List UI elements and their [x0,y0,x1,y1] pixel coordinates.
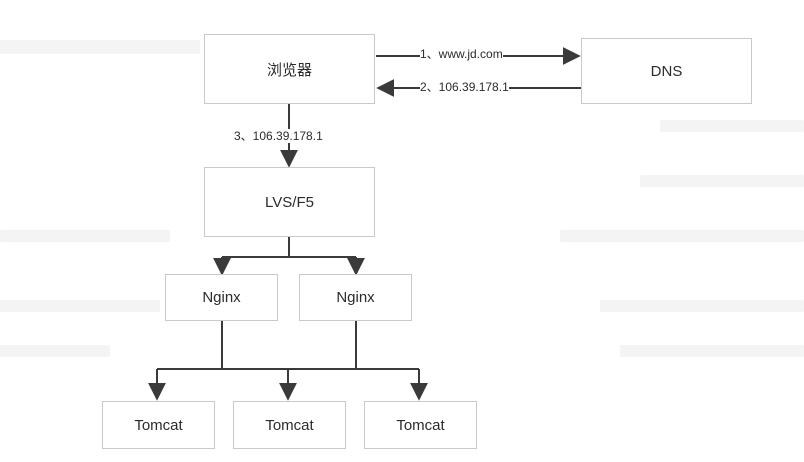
lb-node-label: LVS/F5 [265,193,314,211]
background-ghost-band [560,230,804,242]
edge-label-dns-query: 1、www.jd.com [420,47,503,61]
background-ghost-band [0,230,170,242]
dns-node-label: DNS [650,62,683,80]
background-ghost-band [640,175,804,187]
tomcat-node-label: Tomcat [265,416,314,434]
background-ghost-band [0,40,200,54]
background-ghost-band [0,300,160,312]
tomcat-node-2: Tomcat [233,401,346,449]
browser-node: 浏览器 [204,34,375,104]
background-ghost-band [0,345,110,357]
background-ghost-band [620,345,804,357]
tomcat-node-3: Tomcat [364,401,477,449]
nginx-node-1: Nginx [165,274,278,321]
edge-label-forward: 3、106.39.178.1 [234,129,323,143]
nginx-node-label: Nginx [336,289,375,306]
edge-label-dns-reply: 2、106.39.178.1 [420,80,509,94]
background-ghost-band [600,300,804,312]
nginx-node-label: Nginx [202,289,241,306]
lb-node: LVS/F5 [204,167,375,237]
nginx-node-2: Nginx [299,274,412,321]
tomcat-node-label: Tomcat [134,416,183,434]
tomcat-node-1: Tomcat [102,401,215,449]
tomcat-node-label: Tomcat [396,416,445,434]
background-ghost-band [660,120,804,132]
dns-node: DNS [581,38,752,104]
browser-node-label: 浏览器 [266,61,312,79]
